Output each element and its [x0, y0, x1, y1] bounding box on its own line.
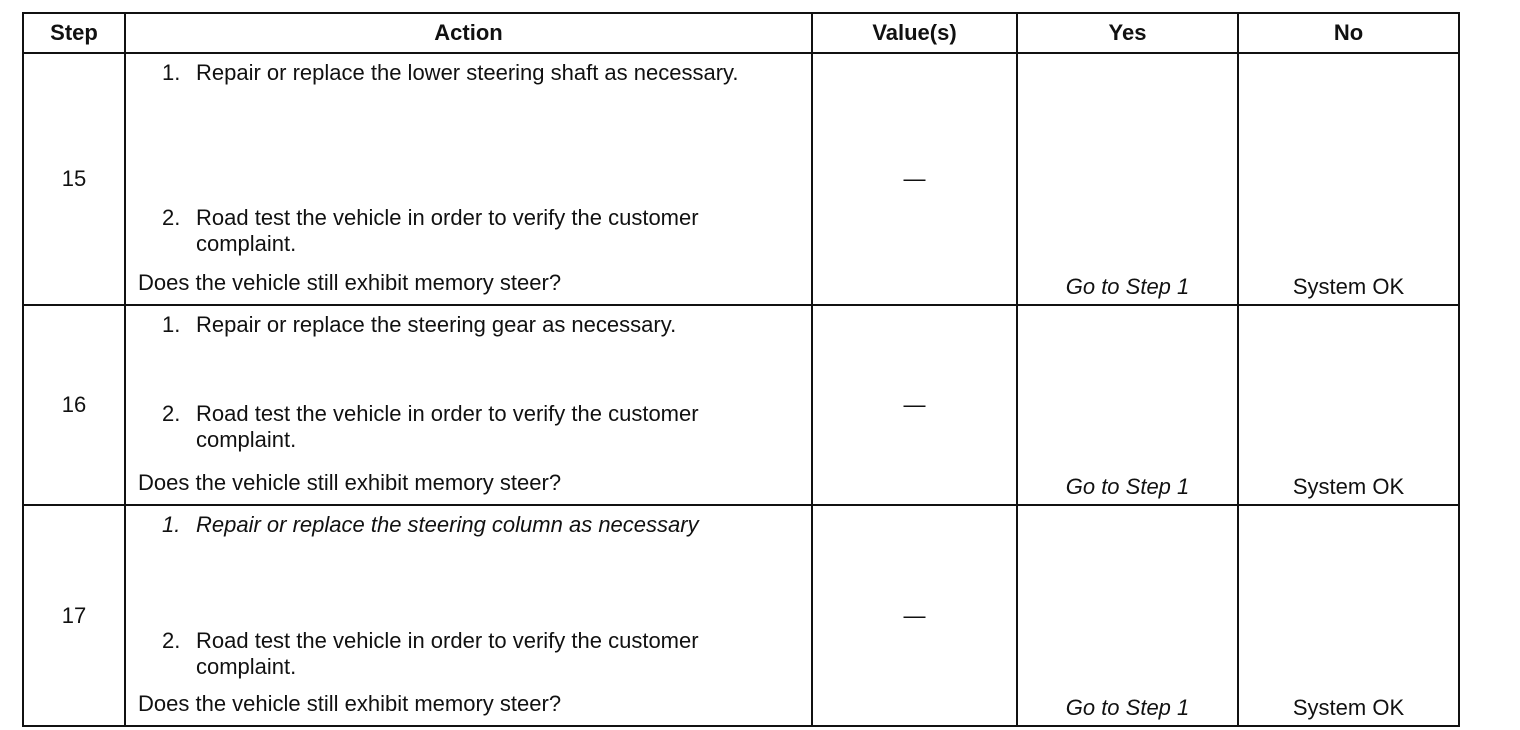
item-text: Repair or replace the lower steering sha…: [196, 60, 739, 85]
item-number: 1.: [162, 512, 181, 537]
step-number: 16: [22, 304, 126, 506]
header-action: Action: [124, 12, 813, 54]
action-question: Does the vehicle still exhibit memory st…: [138, 691, 562, 716]
yes-link-text: Go to Step 1: [1065, 274, 1190, 299]
action-question: Does the vehicle still exhibit memory st…: [138, 270, 562, 295]
value-cell: —: [811, 52, 1018, 306]
header-no: No: [1237, 12, 1460, 54]
item-text: Road test the vehicle in order to verify…: [196, 401, 699, 452]
yes-cell: Go to Step 1: [1016, 52, 1239, 306]
no-cell: System OK: [1237, 504, 1460, 727]
header-row: Step Action Value(s) Yes No: [22, 12, 1460, 54]
value-cell: —: [811, 304, 1018, 506]
item-text: Repair or replace the steering gear as n…: [196, 312, 677, 337]
item-number: 2.: [162, 401, 181, 426]
item-text: Road test the vehicle in order to verify…: [196, 205, 699, 256]
item-number: 1.: [162, 312, 181, 337]
no-cell: System OK: [1237, 52, 1460, 306]
action-item-2: 2. Road test the vehicle in order to veri…: [162, 401, 791, 453]
yes-link-text: Go to Step 1: [1065, 695, 1190, 720]
item-number: 2.: [162, 628, 181, 653]
action-cell: 1. Repair or replace the steering gear as…: [124, 304, 813, 506]
item-text: Road test the vehicle in order to verify…: [196, 628, 699, 679]
table-row: 16 1. Repair or replace the steering gear…: [22, 304, 1460, 506]
item-text: Repair or replace the steering column as…: [196, 512, 699, 537]
action-cell: 1. Repair or replace the lower steering s…: [124, 52, 813, 306]
diagnostic-steps-table: Step Action Value(s) Yes No 15 1. Repair …: [22, 12, 1460, 727]
step-number: 15: [22, 52, 126, 306]
action-question: Does the vehicle still exhibit memory st…: [138, 470, 562, 495]
step-number: 17: [22, 504, 126, 727]
table-row: 17 1. Repair or replace the steering colu…: [22, 504, 1460, 727]
no-cell: System OK: [1237, 304, 1460, 506]
action-cell: 1. Repair or replace the steering column …: [124, 504, 813, 727]
table-row: 15 1. Repair or replace the lower steerin…: [22, 52, 1460, 306]
action-item-1: 1. Repair or replace the steering gear as…: [162, 312, 791, 338]
action-item-2: 2. Road test the vehicle in order to veri…: [162, 628, 791, 680]
document-page: Step Action Value(s) Yes No 15 1. Repair …: [22, 12, 1460, 727]
value-cell: —: [811, 504, 1018, 727]
action-item-2: 2. Road test the vehicle in order to veri…: [162, 205, 791, 257]
item-number: 2.: [162, 205, 181, 230]
action-item-1: 1. Repair or replace the steering column …: [162, 512, 791, 538]
yes-cell: Go to Step 1: [1016, 504, 1239, 727]
action-item-1: 1. Repair or replace the lower steering s…: [162, 60, 791, 86]
yes-link-text: Go to Step 1: [1065, 474, 1190, 499]
header-yes: Yes: [1016, 12, 1239, 54]
header-values: Value(s): [811, 12, 1018, 54]
item-number: 1.: [162, 60, 181, 85]
header-step: Step: [22, 12, 126, 54]
yes-cell: Go to Step 1: [1016, 304, 1239, 506]
